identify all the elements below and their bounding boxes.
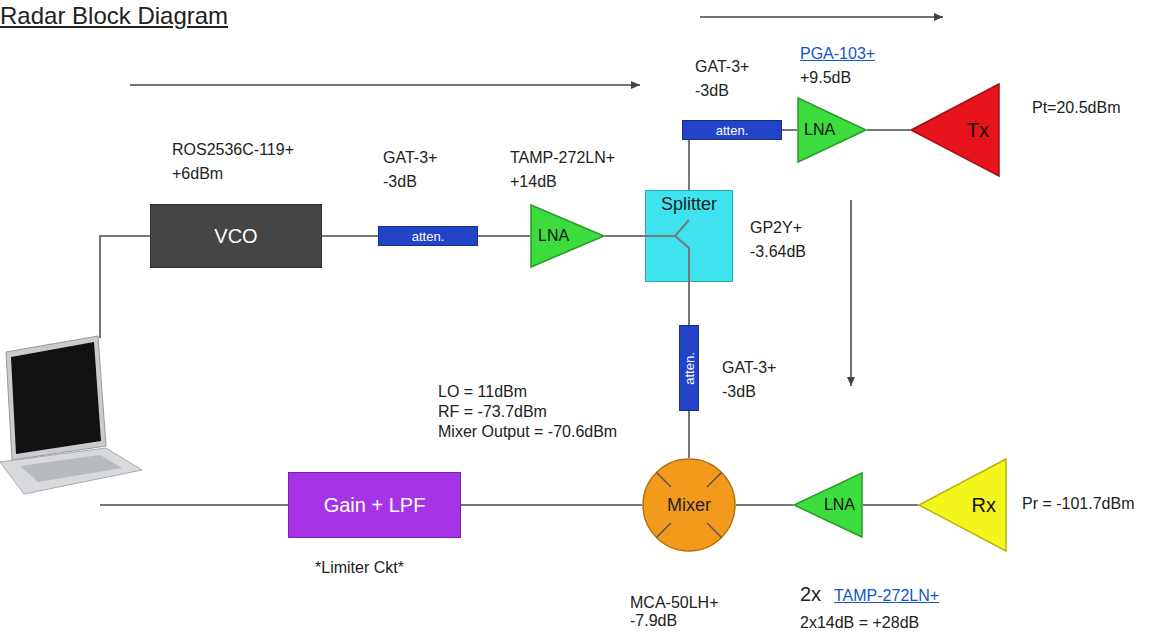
node-label: LNA <box>538 227 569 245</box>
flow-arrow <box>700 16 943 18</box>
diagram-title: Radar Block Diagram <box>0 2 228 30</box>
signal-connector <box>478 235 530 237</box>
part-annotation: MCA-50LH+ -7.9dB <box>630 594 725 630</box>
part-annotation: +9.5dB <box>800 66 851 90</box>
part-annotation: GAT-3+ -3dB <box>722 356 792 404</box>
node-label: atten. <box>716 123 749 138</box>
tx-antenna: Tx <box>910 83 1000 177</box>
part-annotation: ROS2536C-119+ +6dBm <box>172 138 302 186</box>
laptop-icon <box>0 336 142 494</box>
process-box: Gain + LPF <box>288 472 461 538</box>
attenuator-box: atten. <box>682 120 782 140</box>
node-label: atten. <box>682 352 697 385</box>
part-annotation: Pt=20.5dBm <box>1032 96 1121 120</box>
splitter-box: Splitter <box>645 190 733 282</box>
node-label: LNA <box>824 496 855 514</box>
attenuator-box: atten. <box>378 226 478 246</box>
signal-connector <box>605 235 645 237</box>
signal-connector <box>461 504 642 506</box>
part-annotation: Mixer Output = -70.6dBm <box>438 420 617 444</box>
part-annotation: RF = -73.7dBm <box>438 400 547 424</box>
node-label: Splitter <box>661 194 717 215</box>
amplifier-triangle: LNA <box>530 204 605 268</box>
signal-connector <box>688 411 690 458</box>
part-annotation: GP2Y+ -3.64dB <box>750 216 830 264</box>
part-annotation: Pr = -101.7dBm <box>1022 492 1135 516</box>
signal-connector <box>782 129 797 131</box>
vco-box: VCO <box>150 204 322 268</box>
flow-arrow <box>850 200 852 386</box>
part-link: PGA-103+ <box>800 42 875 66</box>
rx-antenna: Rx <box>918 458 1007 552</box>
node-label: Rx <box>972 494 996 517</box>
signal-connector <box>322 235 378 237</box>
part-link: TAMP-272LN+ <box>834 584 939 608</box>
signal-connector <box>688 140 690 190</box>
part-annotation: 2x14dB = +28dB <box>800 611 919 635</box>
control-wire <box>100 236 150 338</box>
part-annotation: GAT-3+ -3dB <box>695 55 765 103</box>
node-label: Tx <box>967 119 989 142</box>
amplifier-triangle: LNA <box>793 472 863 538</box>
node-label: Gain + LPF <box>324 494 426 517</box>
part-annotation: 2x <box>800 582 821 606</box>
amplifier-triangle: LNA <box>797 97 867 163</box>
node-label: LNA <box>804 121 835 139</box>
attenuator-box: atten. <box>679 325 699 411</box>
signal-connector <box>736 504 793 506</box>
node-label: Mixer <box>667 495 711 516</box>
node-label: atten. <box>412 229 445 244</box>
mixer-circle: Mixer <box>642 458 736 552</box>
part-annotation: GAT-3+ -3dB <box>383 146 453 194</box>
node-label: VCO <box>214 225 257 248</box>
flow-arrow <box>130 84 640 86</box>
signal-connector <box>688 282 690 325</box>
part-annotation: LO = 11dBm <box>438 380 527 404</box>
part-annotation: TAMP-272LN+ +14dB <box>510 146 630 194</box>
part-annotation: *Limiter Ckt* <box>315 556 404 580</box>
signal-connector <box>863 504 918 506</box>
signal-connector <box>867 129 910 131</box>
signal-wire <box>100 504 288 506</box>
